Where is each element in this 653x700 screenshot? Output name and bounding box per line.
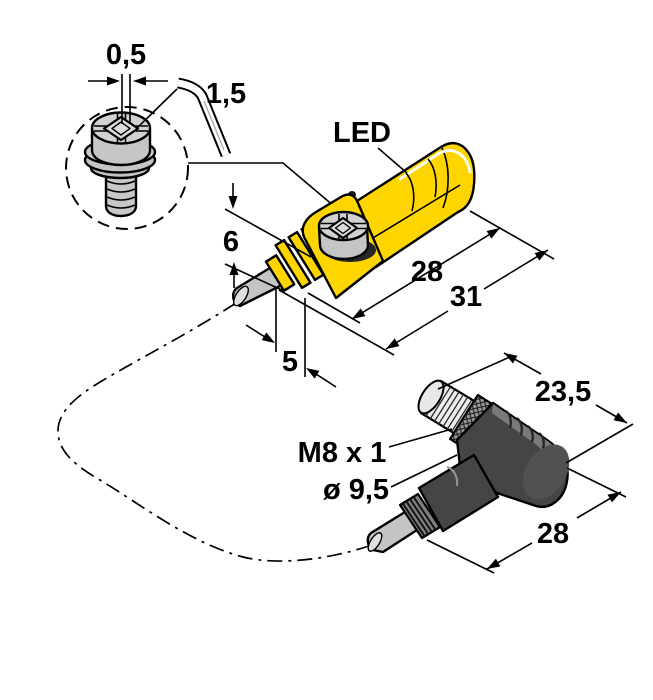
- led-leader-line: [377, 147, 408, 174]
- led-label: LED: [333, 117, 391, 149]
- grip-notches: [505, 410, 545, 449]
- thread-size-label: M8 x 1: [298, 437, 387, 469]
- diameter-leader-line: [390, 454, 458, 488]
- dimension-head-23-5: 23,5: [437, 352, 634, 464]
- sensor-dimensions: 6 5 28 31: [223, 183, 555, 388]
- hex-key-size-label: 1,5: [206, 78, 246, 110]
- connector-strain-relief: [417, 453, 500, 533]
- dimension-leg-28: 28: [426, 467, 627, 574]
- svg-text:5: 5: [282, 346, 298, 378]
- slot-width-label: 0,5: [106, 39, 146, 71]
- svg-text:31: 31: [450, 281, 482, 313]
- detail-screw: [83, 111, 157, 218]
- svg-text:6: 6: [223, 226, 239, 258]
- connector-cable: [366, 510, 419, 554]
- screw-detail-view: 0,5 1,5: [65, 39, 342, 230]
- m8-connector: [366, 379, 570, 554]
- hex-key-icon: [176, 77, 232, 158]
- svg-text:28: 28: [411, 256, 443, 288]
- dimension-total-31: 31: [278, 249, 549, 356]
- svg-text:23,5: 23,5: [535, 376, 591, 408]
- svg-text:28: 28: [537, 518, 569, 550]
- hex-key-pointer-line: [135, 88, 178, 130]
- thread-leader-line: [388, 428, 453, 448]
- clip-band-lines: [405, 158, 437, 212]
- dimension-height-6: 6: [223, 183, 312, 292]
- detail-leader-line: [188, 162, 342, 213]
- dimension-housing-28: 28: [307, 210, 555, 324]
- connector-dimensions: 23,5 28: [426, 352, 634, 574]
- clamp-screw: [317, 210, 376, 262]
- dimension-clearance-5: 5: [245, 287, 337, 388]
- cable-loop-dashed-line: [57, 302, 370, 562]
- slot-width-dimension: 0,5: [88, 39, 168, 124]
- diameter-label: ø 9,5: [323, 474, 389, 506]
- sensor-housing: [232, 141, 476, 308]
- connector-coupler: [398, 492, 442, 540]
- sensor-nose: [264, 254, 296, 292]
